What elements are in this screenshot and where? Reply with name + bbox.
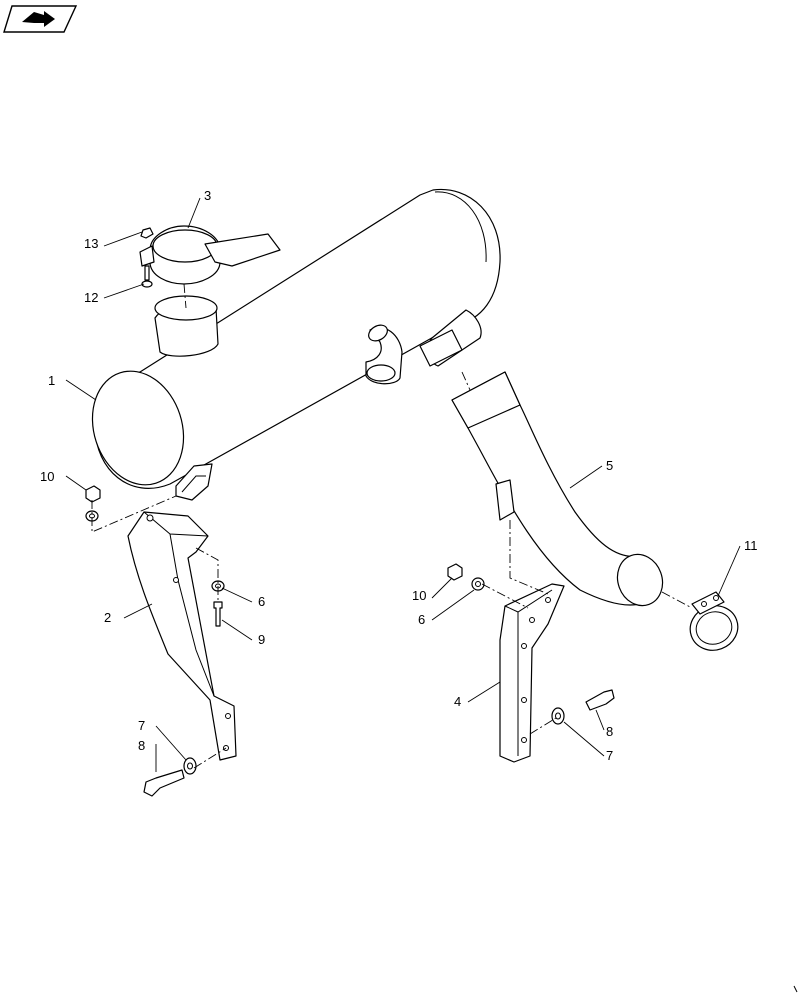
rain-cap <box>139 225 281 285</box>
callout-5: 5 <box>606 458 613 473</box>
washer-right-bottom <box>551 707 565 725</box>
callout-8-right: 8 <box>606 724 613 739</box>
nut-left <box>85 485 101 503</box>
muffler-outlet-elbow <box>365 324 403 385</box>
pipe-clamp <box>689 591 739 651</box>
bolt-right-bottom <box>585 689 615 711</box>
left-bracket <box>127 511 237 761</box>
callout-4: 4 <box>454 694 461 709</box>
leader-lines <box>65 197 741 772</box>
callout-9: 9 <box>258 632 265 647</box>
callout-6-right: 6 <box>418 612 425 627</box>
muffler-outlet-stub <box>419 309 482 367</box>
center-lines <box>91 283 693 769</box>
washer-left-bottom <box>183 757 197 775</box>
right-bracket <box>499 583 565 763</box>
washer-right-top <box>471 577 485 591</box>
tailpipe <box>451 371 664 607</box>
cap-screw <box>141 265 153 288</box>
callout-7-left: 7 <box>138 718 145 733</box>
screw-left-mid <box>213 601 223 627</box>
nut-right <box>447 563 463 581</box>
callout-10-left: 10 <box>40 469 54 484</box>
callout-6-left: 6 <box>258 594 265 609</box>
callout-1: 1 <box>48 373 55 388</box>
callout-12: 12 <box>84 290 98 305</box>
book-arrow-icon[interactable] <box>3 5 78 33</box>
callout-7-right: 7 <box>606 748 613 763</box>
callout-8-left: 8 <box>138 738 145 753</box>
callout-11: 11 <box>744 538 758 553</box>
callout-13: 13 <box>84 236 98 251</box>
muffler-inlet-pipe <box>154 295 219 357</box>
cap-nut <box>140 227 154 239</box>
bolt-left-bottom <box>143 769 185 797</box>
corner-mark <box>793 985 798 993</box>
callout-10-right: 10 <box>412 588 426 603</box>
muffler <box>91 188 501 489</box>
callout-3: 3 <box>204 188 211 203</box>
callout-2: 2 <box>104 610 111 625</box>
